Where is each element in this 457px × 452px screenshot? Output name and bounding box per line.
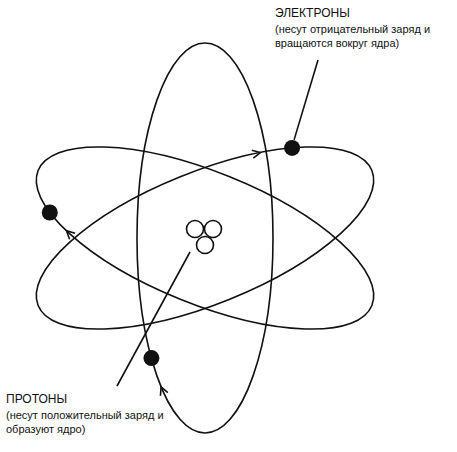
orbit-arrow bbox=[64, 228, 75, 239]
orbit-arrow bbox=[252, 149, 261, 158]
proton bbox=[205, 221, 222, 238]
electron-orbit bbox=[13, 109, 396, 366]
part-note: (несут положительный заряд и образуют яд… bbox=[6, 409, 164, 437]
proton bbox=[197, 237, 214, 254]
part-note: (несут отрицательный заряд и вращаются в… bbox=[275, 23, 440, 51]
electron-orbit bbox=[13, 109, 396, 366]
electron bbox=[42, 204, 58, 220]
part-name: ЭЛЕКТРОНЫ bbox=[275, 6, 350, 21]
leader-line bbox=[294, 60, 318, 140]
proton bbox=[187, 221, 204, 238]
leader-line bbox=[117, 252, 190, 386]
electron bbox=[143, 350, 159, 366]
electron bbox=[284, 140, 300, 156]
orbit-arrow bbox=[157, 385, 167, 395]
electron-orbit bbox=[137, 43, 273, 433]
part-name: ПРОТОНЫ bbox=[6, 392, 67, 407]
